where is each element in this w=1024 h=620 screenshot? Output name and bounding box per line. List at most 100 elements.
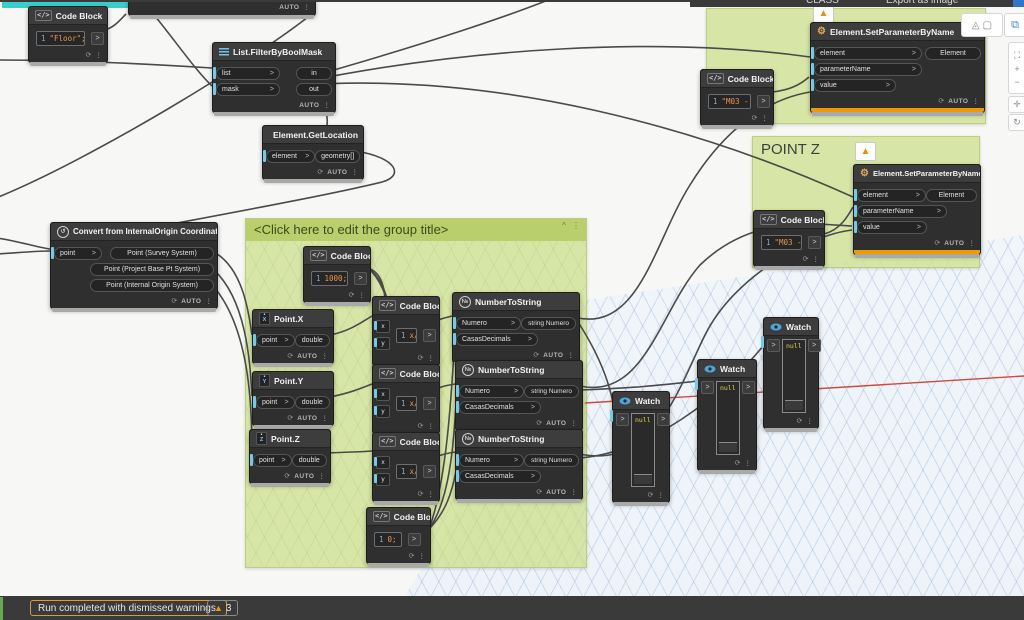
node-menu[interactable]: ⋮ — [318, 473, 326, 480]
pan-button[interactable]: ✛ — [1008, 96, 1024, 113]
watch-value-list[interactable]: null — [782, 339, 806, 413]
output-port[interactable]: > — [741, 381, 755, 394]
node-list-filterbyboolmask[interactable]: List.FilterByBoolMask listin maskout AUT… — [212, 42, 336, 116]
geometry-select-toggle[interactable]: ◬▢ — [961, 13, 1003, 37]
menu-item-class[interactable]: CLASS — [806, 0, 839, 6]
input-port-numero[interactable]: Numero — [459, 385, 525, 398]
node-menu[interactable]: ⋮ — [418, 553, 426, 560]
input-port-parametername[interactable]: parameterName — [857, 205, 947, 218]
input-port-x[interactable]: x — [374, 320, 390, 333]
node-code-block-floor[interactable]: </>Code Block 1"Floor"; > ⟳⋮ — [28, 6, 108, 66]
input-port-parametername[interactable]: parameterName — [814, 63, 922, 76]
output-port[interactable]: > — [423, 328, 436, 342]
output-port-in[interactable]: in — [296, 67, 332, 80]
output-port[interactable]: > — [423, 464, 436, 478]
output-port-double[interactable]: double — [291, 454, 327, 467]
output-port[interactable]: > — [656, 413, 670, 426]
node-cropped-top[interactable]: AUTO⋮ — [128, 0, 316, 19]
node-watch-1[interactable]: Watch > null > ⟳⋮ — [610, 391, 670, 506]
node-setparameterbyname-1[interactable]: ⚙Element.SetParameterByName elementEleme… — [810, 22, 985, 116]
input-port-value[interactable]: value — [857, 221, 927, 234]
input-port[interactable]: > — [616, 413, 629, 426]
output-port-string-numero[interactable]: string Numero — [524, 454, 579, 467]
node-menu[interactable]: ⋮ — [321, 353, 329, 360]
zoom-controls[interactable]: ⛶ + − — [1008, 42, 1024, 94]
input-port-value[interactable]: value — [814, 79, 896, 92]
node-menu[interactable]: ⋮ — [95, 52, 103, 59]
watch-value-list[interactable]: null — [631, 413, 655, 487]
node-watch-3[interactable]: Watch > null > ⟳⋮ — [761, 317, 821, 432]
output-port-double[interactable]: double — [294, 396, 330, 409]
input-port-y[interactable]: y — [374, 473, 390, 486]
group-collapse-menu[interactable]: ^ ⋮ — [562, 221, 582, 230]
input-port-mask[interactable]: mask — [216, 83, 280, 96]
code-editor[interactable]: 1x/y; — [396, 327, 417, 343]
input-port-element[interactable]: element — [266, 150, 316, 163]
output-port-projectbase[interactable]: Point (Project Base Pt System) — [90, 263, 214, 276]
code-editor[interactable]: 1"M03 - Y"; — [708, 94, 751, 109]
input-port-x[interactable]: x — [374, 388, 390, 401]
node-menu[interactable]: ⋮ — [303, 4, 311, 11]
input-port-point[interactable]: point — [54, 247, 102, 260]
output-port[interactable]: > — [354, 272, 367, 285]
node-code-block-0[interactable]: </>Code Block 10; > ⟳⋮ — [366, 507, 431, 567]
input-port-numero[interactable]: Numero — [456, 317, 522, 330]
code-editor[interactable]: 1"M03 - Z"; — [761, 235, 802, 250]
node-element-getlocation[interactable]: Element.GetLocation elementgeometry[] ⟳A… — [262, 125, 364, 183]
orbit-button[interactable]: ↻ — [1008, 114, 1024, 131]
node-code-block-xy-3[interactable]: </>Code Block xy 1x/y; > ⟳⋮ — [372, 432, 440, 505]
fit-view-icon[interactable]: ⛶ — [1013, 49, 1021, 60]
input-port-point[interactable]: point — [256, 396, 295, 409]
node-menu[interactable]: ⋮ — [427, 423, 435, 430]
node-menu[interactable]: ⋮ — [806, 418, 814, 425]
input-port[interactable]: > — [767, 339, 780, 352]
output-port-out[interactable]: out — [296, 83, 332, 96]
output-port[interactable]: > — [808, 236, 821, 249]
output-port-double[interactable]: double — [294, 334, 330, 347]
output-port-internalorigin[interactable]: Point (Internal Origin System) — [90, 279, 214, 292]
input-port-point[interactable]: point — [256, 334, 295, 347]
node-menu[interactable]: ⋮ — [351, 169, 359, 176]
node-menu[interactable]: ⋮ — [358, 292, 366, 299]
output-port-string-numero[interactable]: string Numero — [521, 317, 576, 330]
node-menu[interactable]: ⋮ — [567, 352, 575, 359]
code-editor[interactable]: 1x/y; — [396, 395, 417, 411]
node-menu[interactable]: ⋮ — [570, 489, 578, 496]
code-editor[interactable]: 1"Floor"; — [36, 31, 85, 46]
output-port-geometry[interactable]: geometry[] — [315, 150, 360, 163]
zoom-in-icon[interactable]: + — [1014, 63, 1020, 74]
output-port-string-numero[interactable]: string Numero — [524, 385, 579, 398]
output-port-survey[interactable]: Point (Survey System) — [110, 247, 214, 260]
menu-item-export-as-image[interactable]: Export as image — [886, 0, 959, 6]
node-code-block-m03z[interactable]: </>Code Block 1"M03 - Z"; > ⟳⋮ — [753, 210, 825, 270]
node-menu[interactable]: ⋮ — [570, 420, 578, 427]
watch-value-list[interactable]: null — [716, 381, 740, 455]
output-port[interactable]: > — [91, 32, 104, 45]
code-editor[interactable]: 1x/y; — [396, 463, 417, 479]
input-port-numero[interactable]: Numero — [459, 454, 525, 467]
output-port[interactable]: > — [407, 533, 421, 546]
input-port-x[interactable]: x — [374, 456, 390, 469]
warning-icon[interactable]: ▲ — [855, 142, 876, 161]
node-menu[interactable]: ⋮ — [321, 415, 329, 422]
input-port-casasdecimals[interactable]: CasasDecimals — [459, 401, 541, 414]
help-button[interactable] — [1013, 0, 1024, 7]
input-port-list[interactable]: list — [216, 67, 280, 80]
node-menu[interactable]: ⋮ — [761, 115, 769, 122]
node-convert-internalorigin[interactable]: ↺Convert from InternalOrigin CoordinateS… — [50, 222, 218, 312]
output-port-element[interactable]: Element — [925, 189, 977, 202]
input-port-casasdecimals[interactable]: CasasDecimals — [456, 333, 538, 346]
node-menu[interactable]: ⋮ — [205, 298, 213, 305]
output-port-element[interactable]: Element — [925, 47, 981, 60]
warnings-badge[interactable]: ▲3 — [207, 600, 239, 616]
node-watch-2[interactable]: Watch > null > ⟳⋮ — [695, 359, 757, 474]
